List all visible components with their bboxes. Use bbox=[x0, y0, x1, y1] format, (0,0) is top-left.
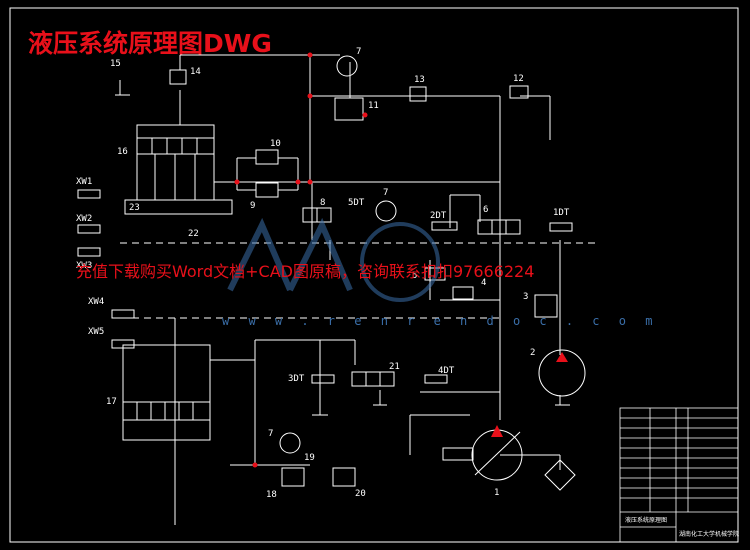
label-6: 6 bbox=[483, 205, 488, 215]
sensor-xw1-label: XW1 bbox=[76, 177, 92, 187]
motor-and-pump bbox=[471, 349, 586, 491]
label-1: 1 bbox=[494, 488, 499, 498]
sensor-blocks bbox=[77, 189, 135, 349]
label-23: 23 bbox=[129, 203, 140, 213]
title-block bbox=[619, 407, 739, 543]
label-2dt: 2DT bbox=[430, 211, 447, 221]
label-20: 20 bbox=[355, 489, 366, 499]
label-22: 22 bbox=[188, 229, 199, 239]
drawing-border bbox=[9, 7, 739, 543]
label-14: 14 bbox=[190, 67, 201, 77]
watermark-logo bbox=[227, 217, 440, 302]
label-13: 13 bbox=[414, 75, 425, 85]
cylinder-16 bbox=[124, 124, 233, 215]
drawing-title: 液压系统原理图DWG bbox=[28, 29, 272, 58]
label-5: 5 bbox=[412, 271, 417, 281]
label-10: 10 bbox=[270, 139, 281, 149]
label-5dt: 5DT bbox=[348, 198, 365, 208]
valve-symbols bbox=[169, 69, 573, 487]
cylinder-17 bbox=[122, 344, 211, 441]
label-16: 16 bbox=[117, 147, 128, 157]
junction-nodes bbox=[234, 52, 368, 468]
label-8: 8 bbox=[320, 198, 325, 208]
label-2: 2 bbox=[530, 348, 535, 358]
label-18: 18 bbox=[266, 490, 277, 500]
sensor-xw2-label: XW2 bbox=[76, 214, 92, 224]
label-3: 3 bbox=[523, 292, 528, 302]
label-3dt: 3DT bbox=[288, 374, 305, 384]
label-17: 17 bbox=[106, 397, 117, 407]
sensor-xw4-label: XW4 bbox=[88, 297, 104, 307]
watermark-url: w w w . r e n r e n d o c . c o m bbox=[222, 314, 658, 328]
download-banner: 充值下载购买Word文档+CAD图原稿，咨询联系扣扣97666224 bbox=[76, 262, 534, 281]
sensor-xw3-label: XW3 bbox=[76, 261, 92, 271]
pressure-gauges bbox=[279, 55, 397, 454]
label-7b: 7 bbox=[383, 188, 388, 198]
label-1dt: 1DT bbox=[553, 208, 570, 218]
title-block-school: 湖南化工大学机械学院 bbox=[679, 530, 739, 538]
label-11: 11 bbox=[368, 101, 379, 111]
label-4: 4 bbox=[481, 278, 486, 288]
label-21: 21 bbox=[389, 362, 400, 372]
label-7c: 7 bbox=[268, 429, 273, 439]
label-12: 12 bbox=[513, 74, 524, 84]
label-15: 15 bbox=[110, 59, 121, 69]
title-block-drawing-name: 液压系统原理图 bbox=[625, 516, 667, 524]
label-7a: 7 bbox=[356, 47, 361, 57]
sensor-xw5-label: XW5 bbox=[88, 327, 104, 337]
label-9: 9 bbox=[250, 201, 255, 211]
label-4dt: 4DT bbox=[438, 366, 455, 376]
label-19: 19 bbox=[304, 453, 315, 463]
